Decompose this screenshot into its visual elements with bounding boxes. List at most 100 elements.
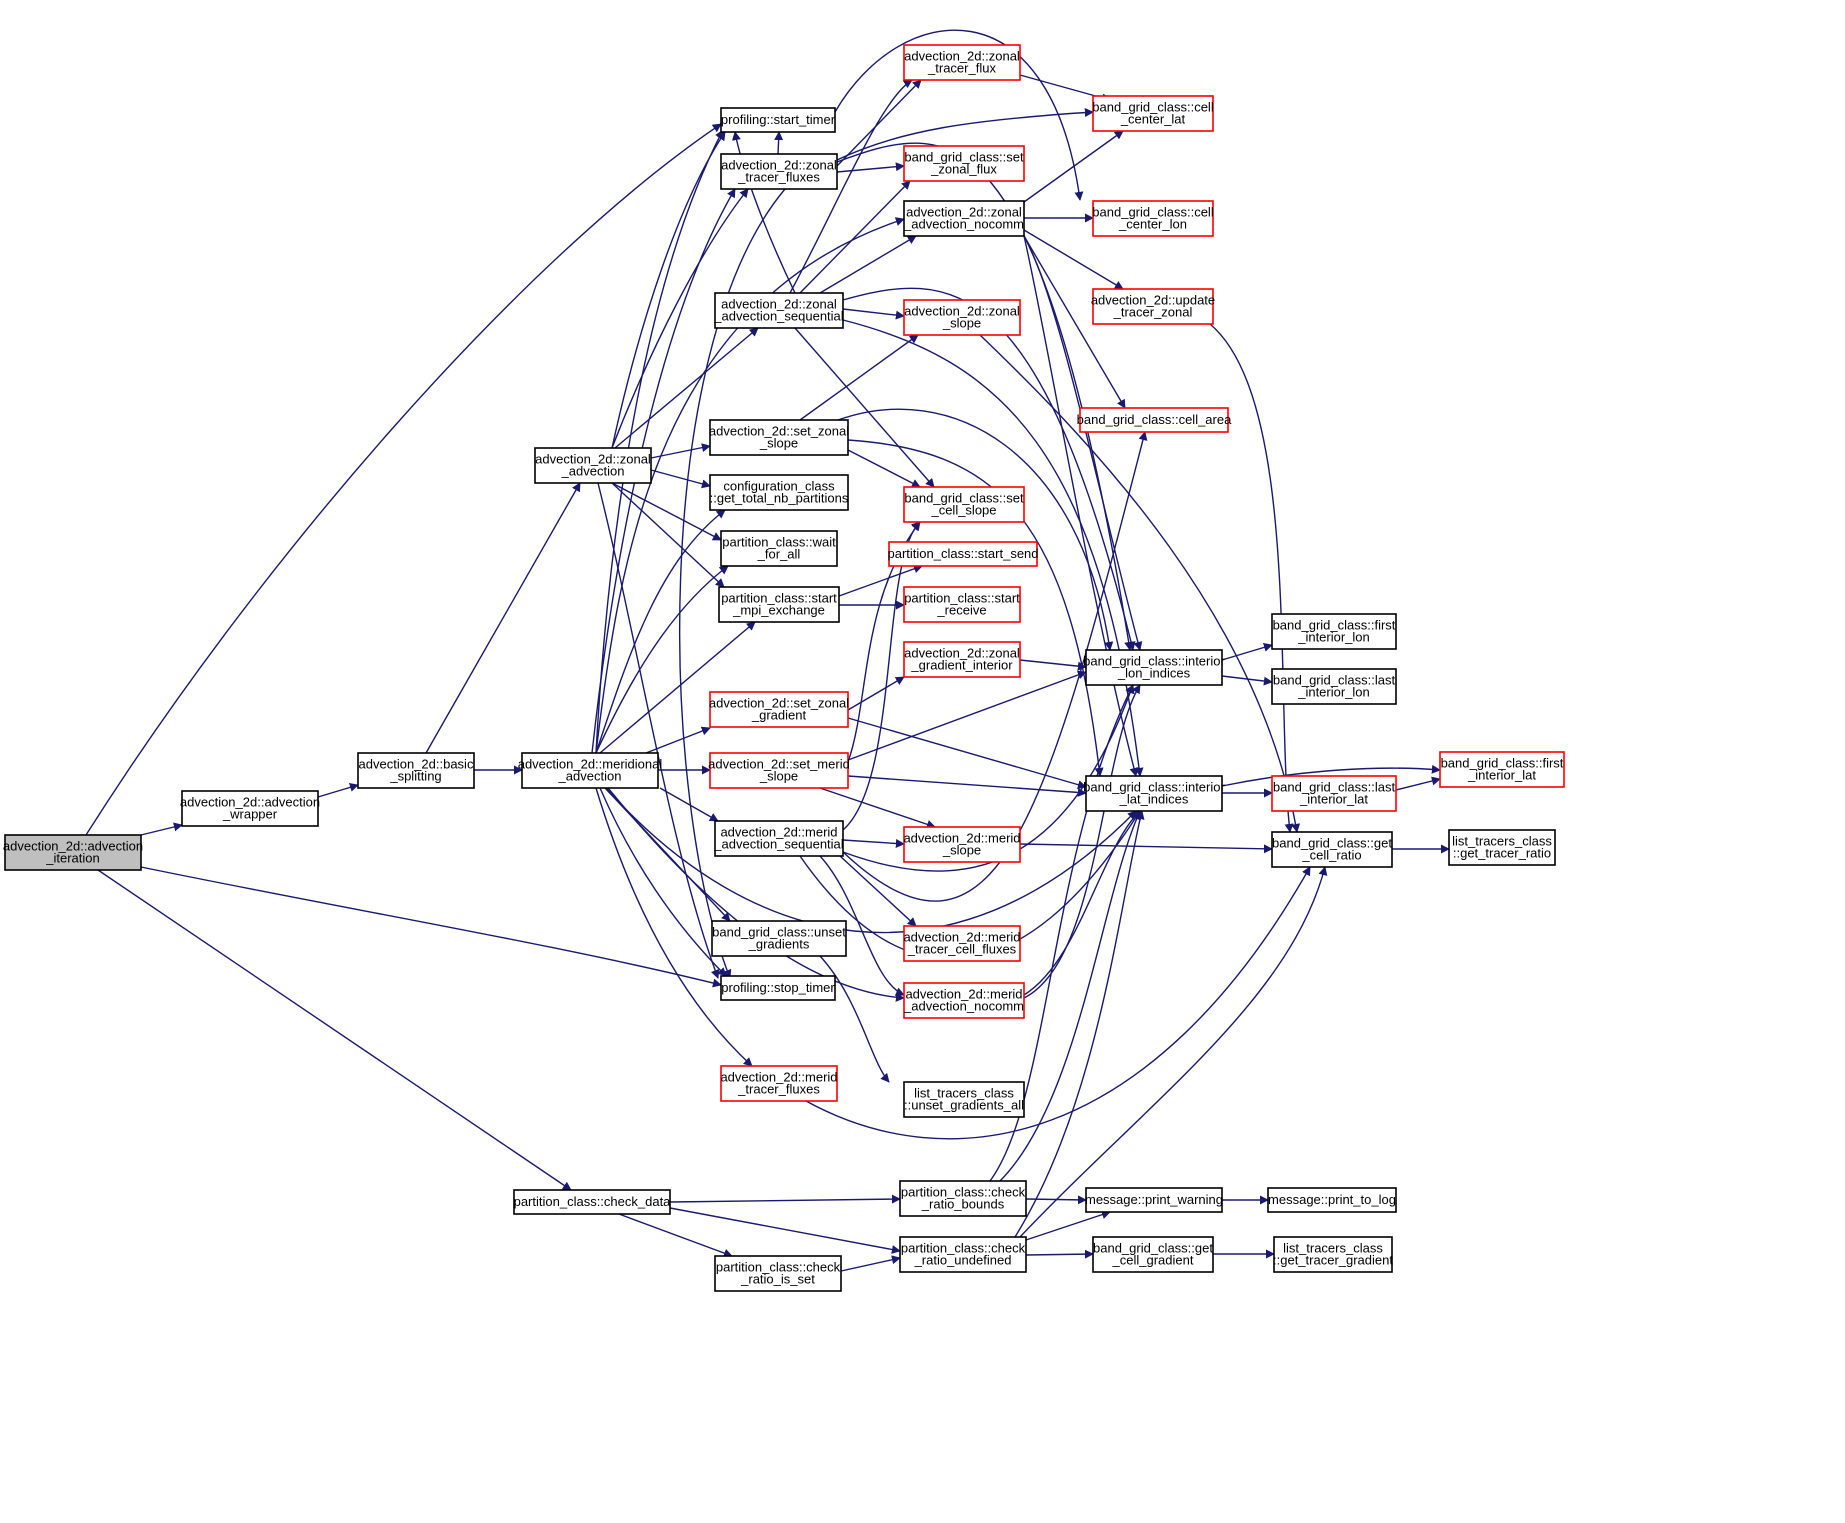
edge-zonal_tracer_fluxes-to-interior_lon xyxy=(836,142,1134,651)
node-label: _tracer_fluxes xyxy=(737,170,820,185)
node-zonal-slope[interactable]: advection_2d::zonal_slope xyxy=(903,299,1021,336)
node-last-interior-lat[interactable]: band_grid_class::last_interior_lat xyxy=(1271,775,1397,812)
node-last-interior-lon[interactable]: band_grid_class::last_interior_lon xyxy=(1271,668,1397,705)
node-label: advection_2d::zonal xyxy=(906,205,1022,220)
node-box xyxy=(903,1081,1025,1118)
edge-check_data-to-check_ratio_bounds xyxy=(669,1194,901,1204)
node-check-ratio-is-set[interactable]: partition_class::check_ratio_is_set xyxy=(714,1255,842,1292)
node-set-zonal-flux[interactable]: band_grid_class::set_zonal_flux xyxy=(903,145,1025,182)
node-box xyxy=(1092,200,1214,237)
node-label: _slope xyxy=(759,436,798,451)
node-unset-gradients-all[interactable]: list_tracers_class::unset_gradients_all xyxy=(903,1081,1025,1118)
node-merid-adv-seq[interactable]: advection_2d::merid_advection_sequential xyxy=(713,820,844,857)
node-check-ratio-undefined[interactable]: partition_class::check_ratio_undefined xyxy=(899,1236,1027,1273)
node-set-merid-slope[interactable]: advection_2d::set_merid_slope xyxy=(708,752,850,789)
node-box xyxy=(521,752,659,789)
edge-merid_adv_nocomm-to-interior_lon xyxy=(1023,684,1141,999)
node-get-cell-gradient[interactable]: band_grid_class::get_cell_gradient xyxy=(1092,1236,1214,1273)
node-label: band_grid_class::unset xyxy=(712,925,846,940)
node-set-cell-slope[interactable]: band_grid_class::set_cell_slope xyxy=(903,486,1025,523)
node-box xyxy=(903,586,1021,623)
node-label: _wrapper xyxy=(222,807,278,822)
node-label: advection_2d::merid xyxy=(720,825,837,840)
node-set-zonal-slope[interactable]: advection_2d::set_zonal_slope xyxy=(709,419,849,456)
node-zonal-adv-nocomm[interactable]: advection_2d::zonal_advection_nocomm xyxy=(903,200,1025,237)
edge-merid_adv_seq-to-merid_slope xyxy=(842,838,905,848)
node-update-tracer-zonal[interactable]: advection_2d::update_tracer_zonal xyxy=(1091,288,1215,325)
node-label: _gradient_interior xyxy=(910,658,1013,673)
node-check-data[interactable]: partition_class::check_data xyxy=(513,1189,672,1215)
node-start-timer[interactable]: profiling::start_timer xyxy=(720,107,836,133)
node-label: advection_2d::advection xyxy=(180,795,320,810)
node-start-receive[interactable]: partition_class::start_receive xyxy=(903,586,1021,623)
node-start-mpi[interactable]: partition_class::start_mpi_exchange xyxy=(718,586,840,623)
node-get-tracer-gradient[interactable]: list_tracers_class::get_tracer_gradient xyxy=(1273,1236,1393,1273)
node-box xyxy=(903,44,1021,81)
node-box xyxy=(1085,649,1223,686)
edge-start_mpi-to-start_send xyxy=(838,564,923,597)
node-merid-adv-nocomm[interactable]: advection_2d::merid_advection_nocomm xyxy=(903,982,1025,1019)
node-label: advection_2d::merid xyxy=(720,1070,837,1085)
node-check-ratio-bounds[interactable]: partition_class::check_ratio_bounds xyxy=(899,1180,1027,1217)
edge-zonal_adv-to-get_total_nb xyxy=(650,469,711,489)
node-layer: advection_2d::advection_iterationadvecti… xyxy=(3,44,1565,1292)
edge-check_ratio_bounds-to-interior_lon xyxy=(989,684,1134,1182)
node-cell-center-lat[interactable]: band_grid_class::cell_center_lat xyxy=(1092,95,1214,132)
node-get-total-nb[interactable]: configuration_class::get_total_nb_partit… xyxy=(709,474,849,511)
node-label: _advection xyxy=(558,769,622,784)
node-zonal-adv-seq[interactable]: advection_2d::zonal_advection_sequential xyxy=(713,292,844,329)
edge-basic-to-zonal_adv xyxy=(425,482,581,754)
node-merid-tracer-fluxes[interactable]: advection_2d::merid_tracer_fluxes xyxy=(720,1065,838,1102)
node-box xyxy=(720,107,836,133)
edge-root-to-stop_timer xyxy=(140,866,722,988)
node-cell-area[interactable]: band_grid_class::cell_area xyxy=(1077,407,1232,433)
node-label: configuration_class xyxy=(723,479,835,494)
node-set-zonal-gradient[interactable]: advection_2d::set_zonal_gradient xyxy=(709,691,849,728)
node-interior-lat[interactable]: band_grid_class::interior_lat_indices xyxy=(1083,775,1225,812)
node-root[interactable]: advection_2d::advection_iteration xyxy=(3,834,143,871)
node-first-interior-lon[interactable]: band_grid_class::first_interior_lon xyxy=(1271,613,1397,650)
node-print-to-log[interactable]: message::print_to_log xyxy=(1267,1187,1397,1213)
edge-merid_adv-to-start_mpi xyxy=(599,621,756,754)
node-basic[interactable]: advection_2d::basic_splitting xyxy=(357,752,475,789)
edge-merid_adv-to-merid_tracer_fluxes xyxy=(595,787,753,1067)
node-zonal-grad-interior[interactable]: advection_2d::zonal_gradient_interior xyxy=(903,641,1021,678)
node-wrapper[interactable]: advection_2d::advection_wrapper xyxy=(180,790,320,827)
node-interior-lon[interactable]: band_grid_class::interior_lon_indices xyxy=(1083,649,1225,686)
node-get-tracer-ratio[interactable]: list_tracers_class::get_tracer_ratio xyxy=(1448,829,1556,866)
edge-interior_lon-to-first_interior_lon xyxy=(1221,643,1273,661)
node-label: _advection_sequential xyxy=(713,309,843,324)
edge-zonal_adv-to-stop_timer xyxy=(597,482,720,979)
node-merid-adv[interactable]: advection_2d::meridional_advection xyxy=(518,752,663,789)
node-zonal-adv[interactable]: advection_2d::zonal_advection xyxy=(534,447,652,484)
node-label: band_grid_class::cell xyxy=(1092,100,1214,115)
node-first-interior-lat[interactable]: band_grid_class::first_interior_lat xyxy=(1439,751,1565,788)
edge-zonal_adv_seq-to-set_cell_slope xyxy=(794,327,935,488)
node-label: partition_class::check xyxy=(901,1241,1026,1256)
edge-update_tracer_zonal-to-get_cell_ratio xyxy=(1209,323,1294,833)
node-merid-slope[interactable]: advection_2d::merid_slope xyxy=(903,826,1021,863)
edge-merid_adv-to-merid_adv_seq xyxy=(659,787,719,822)
node-label: list_tracers_class xyxy=(1452,834,1552,849)
node-box xyxy=(711,920,847,957)
node-box xyxy=(1079,407,1229,433)
node-zonal-tracer-flux[interactable]: advection_2d::zonal_tracer_flux xyxy=(903,44,1021,81)
node-label: advection_2d::basic xyxy=(359,757,474,772)
node-label: advection_2d::meridional xyxy=(518,757,663,772)
node-start-send[interactable]: partition_class::start_send xyxy=(887,541,1039,567)
node-cell-center-lon[interactable]: band_grid_class::cell_center_lon xyxy=(1092,200,1214,237)
node-label: _iteration xyxy=(45,851,99,866)
node-unset-gradients[interactable]: band_grid_class::unset_gradients xyxy=(711,920,847,957)
edge-zonal_adv-to-zonal_adv_seq xyxy=(614,327,759,449)
node-print-warning[interactable]: message::print_warning xyxy=(1085,1187,1223,1213)
node-zonal-tracer-fluxes[interactable]: advection_2d::zonal_tracer_fluxes xyxy=(720,153,838,190)
node-box xyxy=(1267,1187,1397,1213)
node-label: message::print_to_log xyxy=(1268,1192,1396,1207)
node-wait-for-all[interactable]: partition_class::wait_for_all xyxy=(720,530,838,567)
node-label: advection_2d::merid xyxy=(905,987,1022,1002)
node-label: _interior_lon xyxy=(1297,630,1370,645)
node-get-cell-ratio[interactable]: band_grid_class::get_cell_ratio xyxy=(1271,831,1393,868)
node-merid-tracer-cell-fluxes[interactable]: advection_2d::merid_tracer_cell_fluxes xyxy=(903,925,1021,962)
node-stop-timer[interactable]: profiling::stop_timer xyxy=(720,975,836,1001)
